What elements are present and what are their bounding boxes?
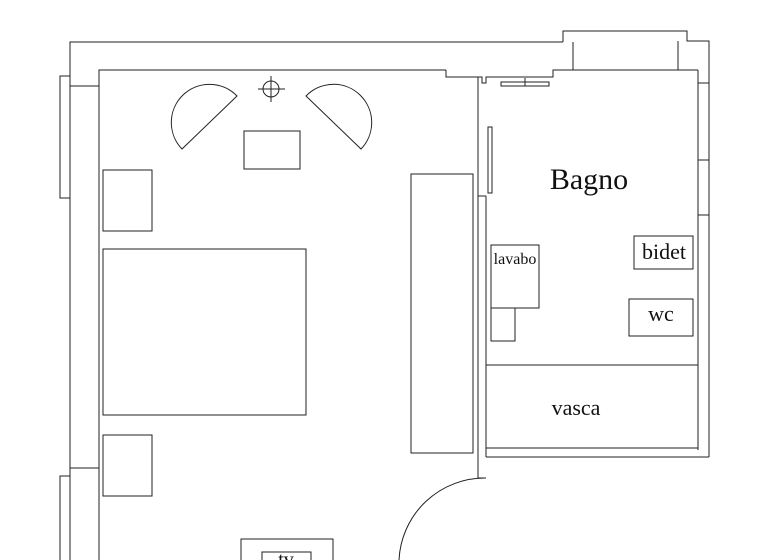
label-wc: wc [648,301,674,326]
nightstand-top [102,169,153,232]
bed [102,248,307,416]
toilet [628,298,694,337]
inner-walls [70,69,709,560]
label-vasca: vasca [552,395,601,420]
entrance-door [398,477,487,560]
bathtub [485,364,699,449]
wall-light-icon [500,78,550,87]
sink [490,244,540,342]
wardrobe [410,173,474,454]
bathroom-door [487,126,493,194]
armchair-right [305,83,373,150]
bidet [633,235,694,270]
left-window-frames [59,75,70,560]
tv-cabinet [240,538,334,560]
nightstand-bottom [102,434,153,497]
small-table [243,130,301,170]
room-label-bagno: Bagno [550,163,628,196]
armchair-left [170,83,238,150]
outer-walls [69,30,710,560]
ceiling-light-icon [258,76,285,102]
label-bidet: bidet [642,239,686,264]
label-lavabo: lavabo [494,251,537,268]
label-tv: tv [278,549,294,560]
